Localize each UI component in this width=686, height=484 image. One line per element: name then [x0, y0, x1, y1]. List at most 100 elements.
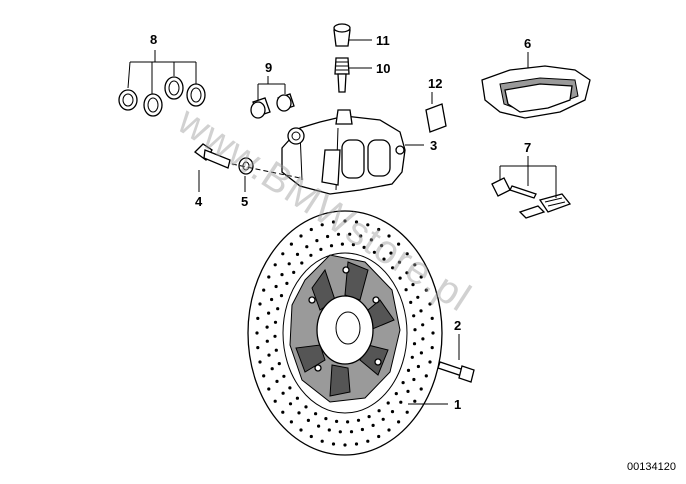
disc-hole — [276, 307, 280, 311]
disc-hole — [297, 411, 301, 415]
disc-hole — [366, 223, 370, 227]
document-id: 00134120 — [627, 461, 676, 473]
disc-hole — [306, 418, 310, 422]
disc-hole — [280, 273, 284, 277]
disc-hole — [397, 420, 401, 424]
disc-hole — [309, 227, 313, 232]
seal-rings[interactable] — [118, 76, 206, 117]
callout-12: 12 — [428, 76, 442, 91]
disc-hole — [351, 243, 355, 247]
disc-hole — [430, 346, 434, 350]
disc-hole — [428, 302, 432, 306]
disc-hole — [356, 418, 361, 422]
disc-hole — [360, 427, 364, 432]
disc-hole — [274, 284, 278, 289]
disc-hole — [397, 242, 401, 246]
disc-hole — [273, 399, 277, 403]
disc-hole — [273, 263, 277, 267]
callout-9: 9 — [265, 60, 272, 75]
brake-pads[interactable] — [481, 65, 591, 119]
disc-hole — [309, 434, 313, 439]
disc-hole — [397, 260, 402, 264]
disc-hole — [331, 442, 336, 446]
disc-hole — [367, 415, 371, 419]
disc-hole — [315, 239, 319, 243]
disc-hole — [406, 389, 410, 393]
disc-hole — [405, 410, 409, 414]
disc-hole — [413, 399, 417, 403]
pad-pin-kit[interactable] — [491, 177, 572, 219]
disc-hole — [346, 420, 350, 424]
disc-hole — [377, 409, 381, 413]
disc-hole — [369, 238, 373, 242]
disc-hole — [343, 443, 347, 447]
disc-hole — [274, 348, 278, 352]
callout-6: 6 — [524, 36, 531, 51]
disc-hole — [387, 428, 391, 432]
disc-hole — [320, 439, 324, 443]
disc-hole — [304, 405, 308, 409]
disc-hole — [412, 377, 416, 382]
disc-hole — [398, 276, 402, 280]
brake-caliper[interactable] — [281, 109, 406, 195]
disc-hole — [319, 247, 323, 251]
disc-hole — [288, 386, 292, 390]
disc-hole — [267, 353, 271, 357]
disc-hole — [326, 234, 330, 239]
disc-hole — [416, 364, 420, 369]
bushings[interactable] — [250, 93, 295, 119]
callout-4: 4 — [195, 194, 203, 209]
disc-hole — [362, 245, 366, 249]
bleeder-valve[interactable] — [334, 57, 350, 93]
disc-hole — [288, 402, 293, 406]
disc-hole — [412, 342, 417, 346]
disc-carrier — [289, 254, 401, 403]
spring-plate[interactable] — [425, 103, 447, 133]
disc-hole — [292, 270, 296, 274]
caliper-bolt[interactable] — [194, 143, 231, 169]
disc-hole — [410, 355, 414, 359]
disc-bolt[interactable] — [437, 361, 475, 383]
disc-hole — [287, 262, 291, 266]
disc-hole — [431, 331, 435, 335]
disc-hole — [377, 227, 381, 232]
disc-hole — [267, 311, 271, 315]
disc-hole — [421, 337, 425, 341]
disc-hole — [411, 283, 415, 287]
washer[interactable] — [238, 157, 254, 175]
disc-hole — [343, 219, 347, 223]
disc-hole — [273, 320, 278, 324]
disc-hole — [371, 423, 375, 427]
brake-disc[interactable] — [247, 210, 443, 456]
disc-hole — [416, 295, 420, 299]
disc-hole — [289, 242, 293, 246]
disc-hole — [324, 417, 328, 421]
callout-10: 10 — [376, 61, 390, 76]
disc-hole — [336, 232, 341, 236]
disc-hole — [412, 314, 416, 318]
disc-hole — [273, 334, 277, 338]
disc-hole — [267, 275, 271, 279]
disc-hole — [381, 417, 385, 421]
disc-hole — [295, 396, 299, 400]
disc-hole — [401, 381, 405, 385]
disc-hole — [399, 400, 403, 404]
disc-hole — [256, 346, 260, 350]
disc-hole — [366, 439, 370, 443]
disc-hole — [277, 362, 281, 366]
disc-hole — [279, 294, 284, 298]
callout-7: 7 — [524, 140, 531, 155]
disc-hole — [329, 244, 334, 248]
disc-hole — [270, 297, 274, 302]
disc-hole — [335, 419, 339, 423]
disc-hole — [299, 428, 303, 432]
disc-hole — [265, 325, 269, 329]
dust-cap[interactable] — [333, 23, 351, 47]
disc-hole — [258, 302, 262, 306]
disc-hole — [270, 367, 274, 371]
disc-hole — [354, 220, 359, 224]
disc-hole — [354, 442, 359, 446]
disc-hole — [419, 351, 423, 355]
disc-hole — [421, 323, 425, 327]
disc-hole — [281, 410, 285, 414]
